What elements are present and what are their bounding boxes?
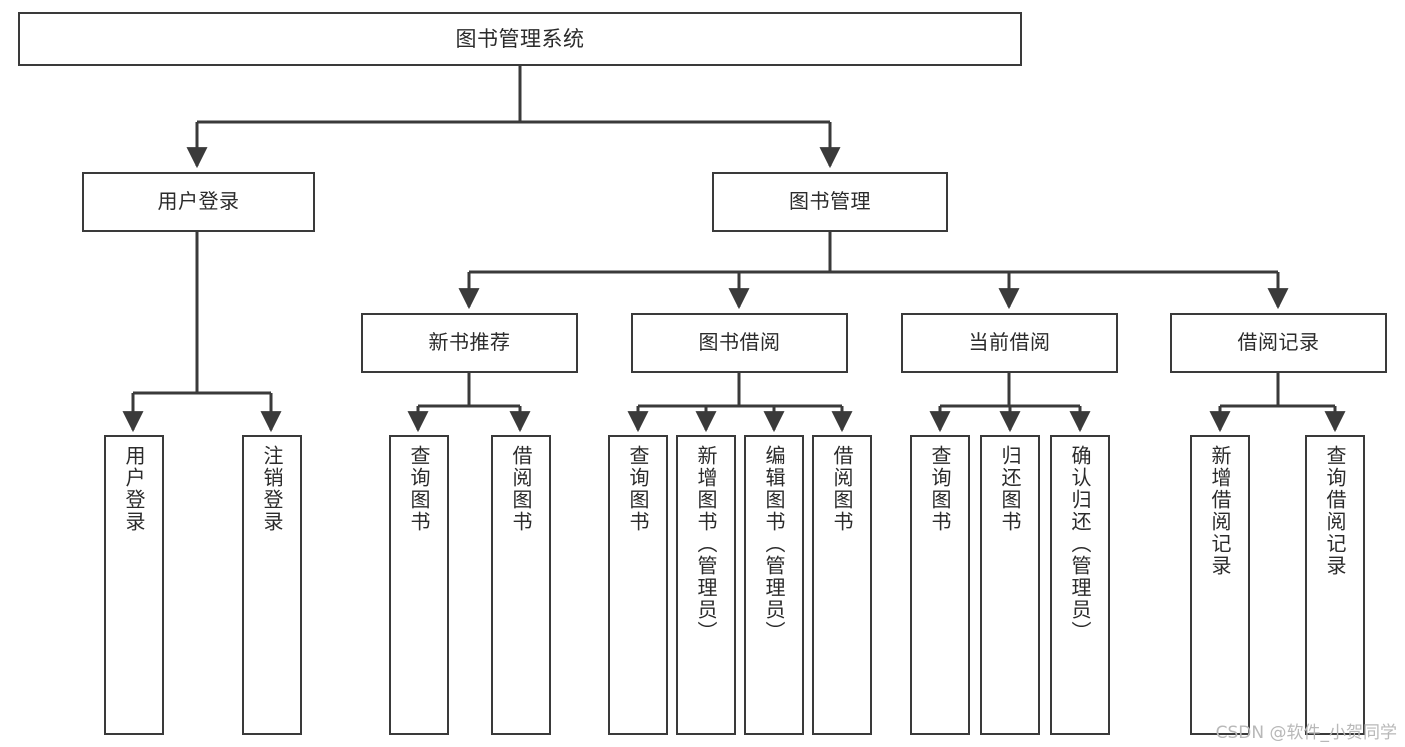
leaf-new-book-query[interactable]: 查询图书: [389, 435, 449, 735]
leaf-book-borrow-add[interactable]: 新增图书（管理员）: [676, 435, 736, 735]
leaf-book-borrow-borrow[interactable]: 借阅图书: [812, 435, 872, 735]
node-book-borrow-label: 图书借阅: [698, 330, 781, 355]
leaf-current-borrow-return[interactable]: 归还图书: [980, 435, 1040, 735]
leaf-current-borrow-query[interactable]: 查询图书: [910, 435, 970, 735]
node-book-management[interactable]: 图书管理: [712, 172, 948, 232]
node-current-borrow-label: 当前借阅: [968, 330, 1051, 355]
leaf-current-borrow-confirm-return-label: 确认归还（管理员）: [1068, 445, 1092, 643]
node-borrow-record[interactable]: 借阅记录: [1170, 313, 1387, 373]
leaf-book-borrow-query[interactable]: 查询图书: [608, 435, 668, 735]
leaf-new-book-borrow-label: 借阅图书: [509, 445, 533, 533]
leaf-borrow-record-query-label: 查询借阅记录: [1323, 445, 1347, 577]
leaf-current-borrow-confirm-return[interactable]: 确认归还（管理员）: [1050, 435, 1110, 735]
leaf-book-borrow-edit-label: 编辑图书（管理员）: [762, 445, 786, 643]
node-borrow-record-label: 借阅记录: [1237, 330, 1320, 355]
node-new-book-recommend[interactable]: 新书推荐: [361, 313, 578, 373]
leaf-current-borrow-return-label: 归还图书: [998, 445, 1022, 533]
node-user-login[interactable]: 用户登录: [82, 172, 315, 232]
node-book-management-label: 图书管理: [789, 189, 871, 214]
node-root-system-label: 图书管理系统: [455, 26, 585, 51]
leaf-book-borrow-query-label: 查询图书: [626, 445, 650, 533]
leaf-new-book-query-label: 查询图书: [407, 445, 431, 533]
node-user-login-label: 用户登录: [157, 189, 240, 214]
leaf-user-login-logout[interactable]: 注销登录: [242, 435, 302, 735]
leaf-borrow-record-add-label: 新增借阅记录: [1208, 445, 1232, 577]
node-book-borrow[interactable]: 图书借阅: [631, 313, 848, 373]
node-root-system[interactable]: 图书管理系统: [18, 12, 1022, 66]
leaf-borrow-record-add[interactable]: 新增借阅记录: [1190, 435, 1250, 735]
leaf-book-borrow-add-label: 新增图书（管理员）: [694, 445, 718, 643]
leaf-borrow-record-query[interactable]: 查询借阅记录: [1305, 435, 1365, 735]
leaf-book-borrow-borrow-label: 借阅图书: [830, 445, 854, 533]
leaf-user-login-login[interactable]: 用户登录: [104, 435, 164, 735]
node-current-borrow[interactable]: 当前借阅: [901, 313, 1118, 373]
leaf-user-login-login-label: 用户登录: [122, 445, 146, 533]
leaf-new-book-borrow[interactable]: 借阅图书: [491, 435, 551, 735]
node-new-book-recommend-label: 新书推荐: [428, 330, 511, 355]
leaf-current-borrow-query-label: 查询图书: [928, 445, 952, 533]
leaf-book-borrow-edit[interactable]: 编辑图书（管理员）: [744, 435, 804, 735]
leaf-user-login-logout-label: 注销登录: [260, 445, 284, 533]
